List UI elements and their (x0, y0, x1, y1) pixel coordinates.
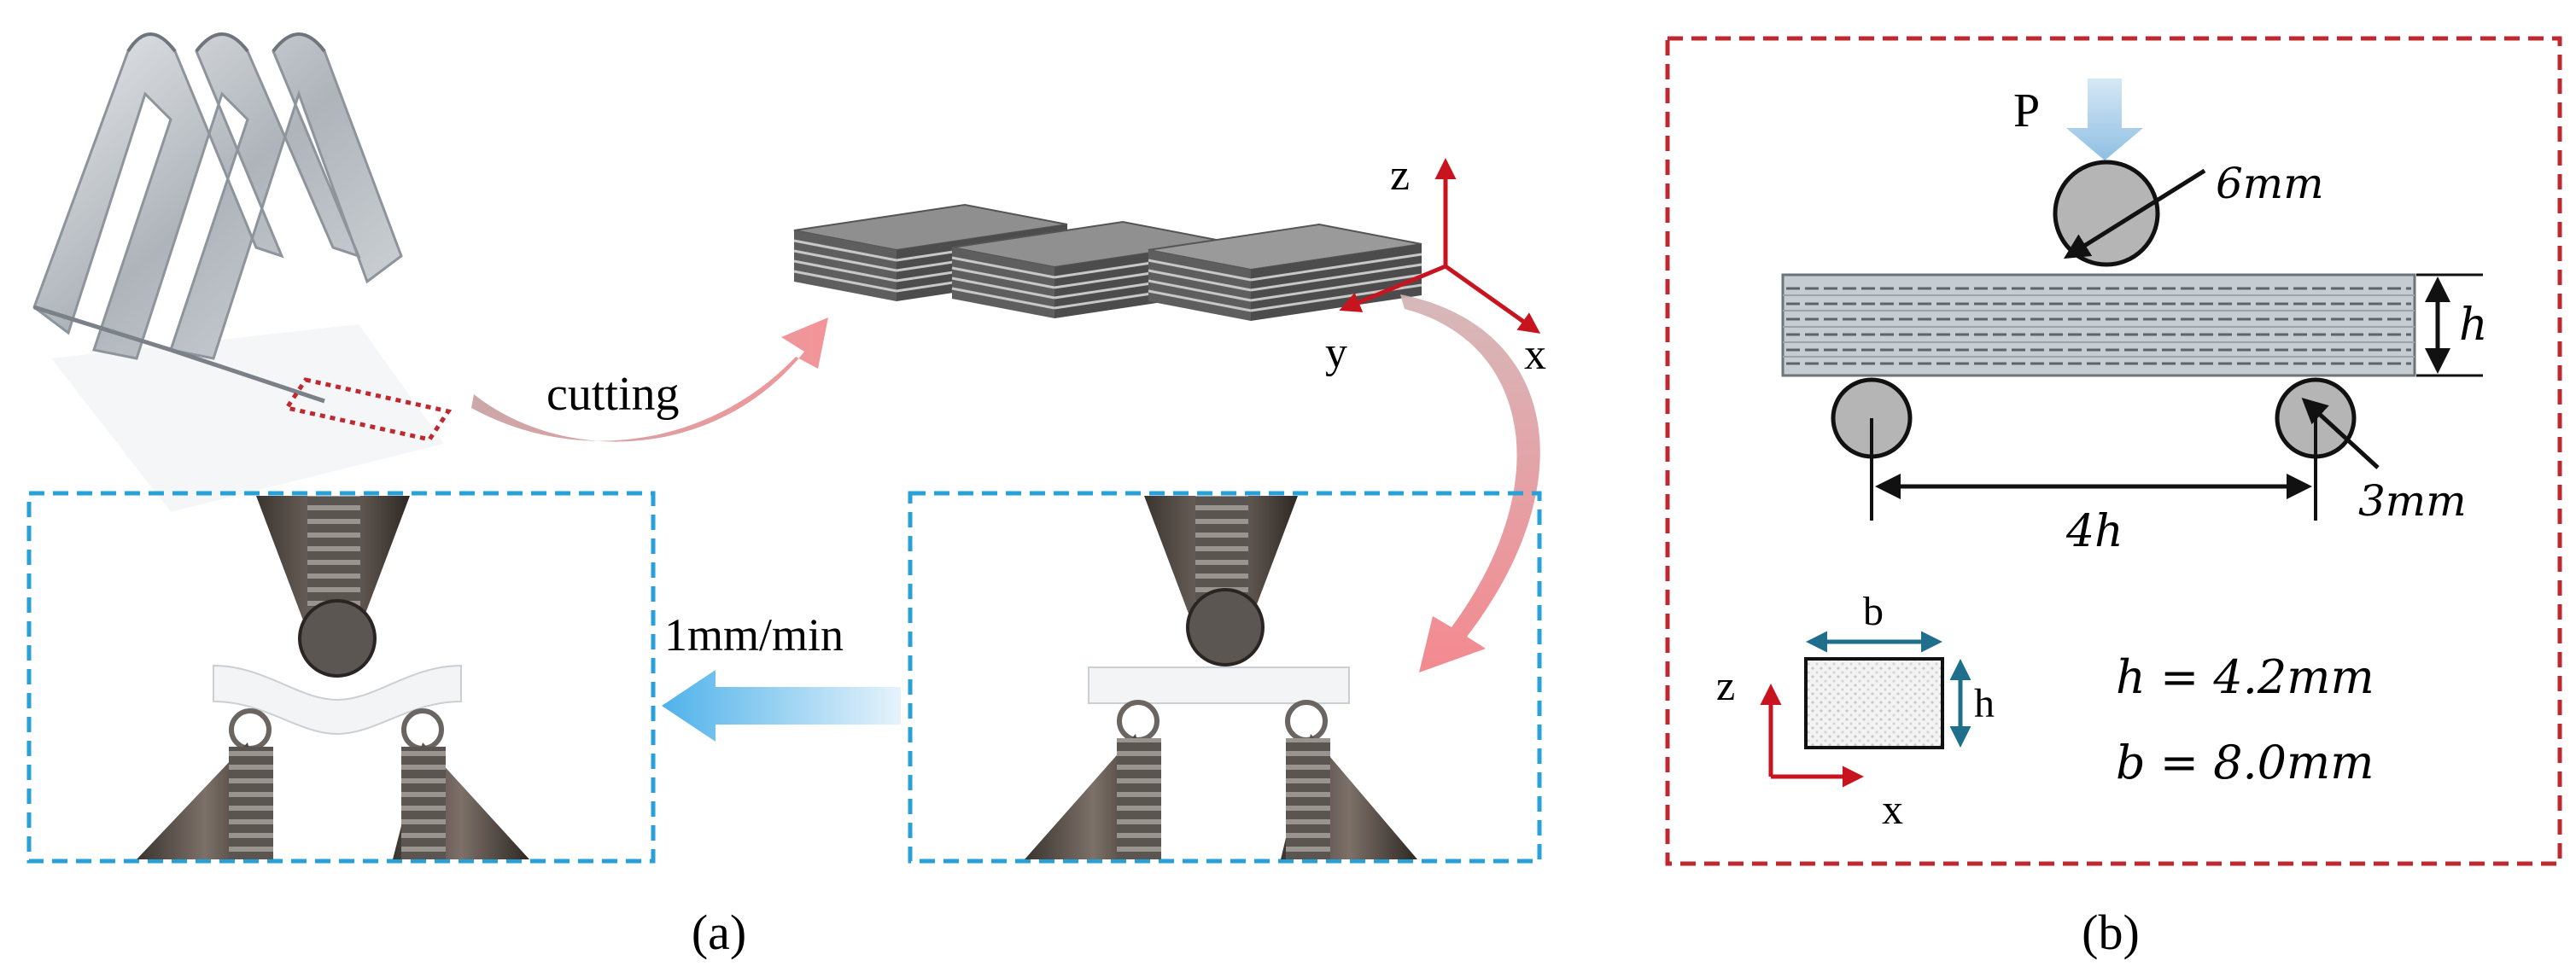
cross-section (1760, 631, 1971, 788)
span-label: 4h (2065, 506, 2123, 557)
cutting-label: cutting (546, 368, 680, 421)
panel-b-caption: (b) (2082, 905, 2140, 960)
transfer-arrow (1400, 294, 1540, 672)
test-photo-bent (26, 491, 656, 864)
loading-rate-label: 1mm/min (664, 609, 844, 661)
axis-x-label: x (1524, 330, 1546, 379)
section-height-label: h (1974, 681, 1995, 726)
load-arrow (2066, 79, 2143, 160)
test-photo-initial (908, 491, 1542, 864)
loading-roller (2053, 160, 2160, 267)
panel-a-caption: (a) (692, 905, 746, 960)
section-width-label: b (1863, 589, 1884, 634)
load-label: P (2013, 84, 2040, 137)
corrugated-sample-photo (32, 32, 444, 512)
panel-a: cutting (26, 32, 1546, 960)
section-axis-x-label: x (1882, 785, 1903, 833)
h-value: h = 4.2mm (2116, 650, 2374, 704)
support-diameter-leader (2301, 397, 2380, 469)
panel-b-frame (1665, 36, 2562, 866)
support-diameter-label: 3mm (2358, 476, 2467, 526)
axis-z-label: z (1390, 151, 1410, 200)
loading-rate-arrow (662, 670, 901, 742)
axis-y-label: y (1325, 329, 1347, 377)
loading-diameter-leader (2063, 168, 2206, 259)
loading-diameter-label: 6mm (2216, 159, 2324, 208)
laminate-beam (1781, 273, 2416, 377)
thickness-label: h (2459, 300, 2488, 351)
laminate-specimens (793, 203, 1422, 321)
coordinate-axes (1339, 158, 1541, 334)
panel-b: P 6mm (1665, 36, 2562, 960)
section-axis-z-label: z (1716, 661, 1735, 709)
b-value: b = 8.0mm (2116, 736, 2374, 789)
